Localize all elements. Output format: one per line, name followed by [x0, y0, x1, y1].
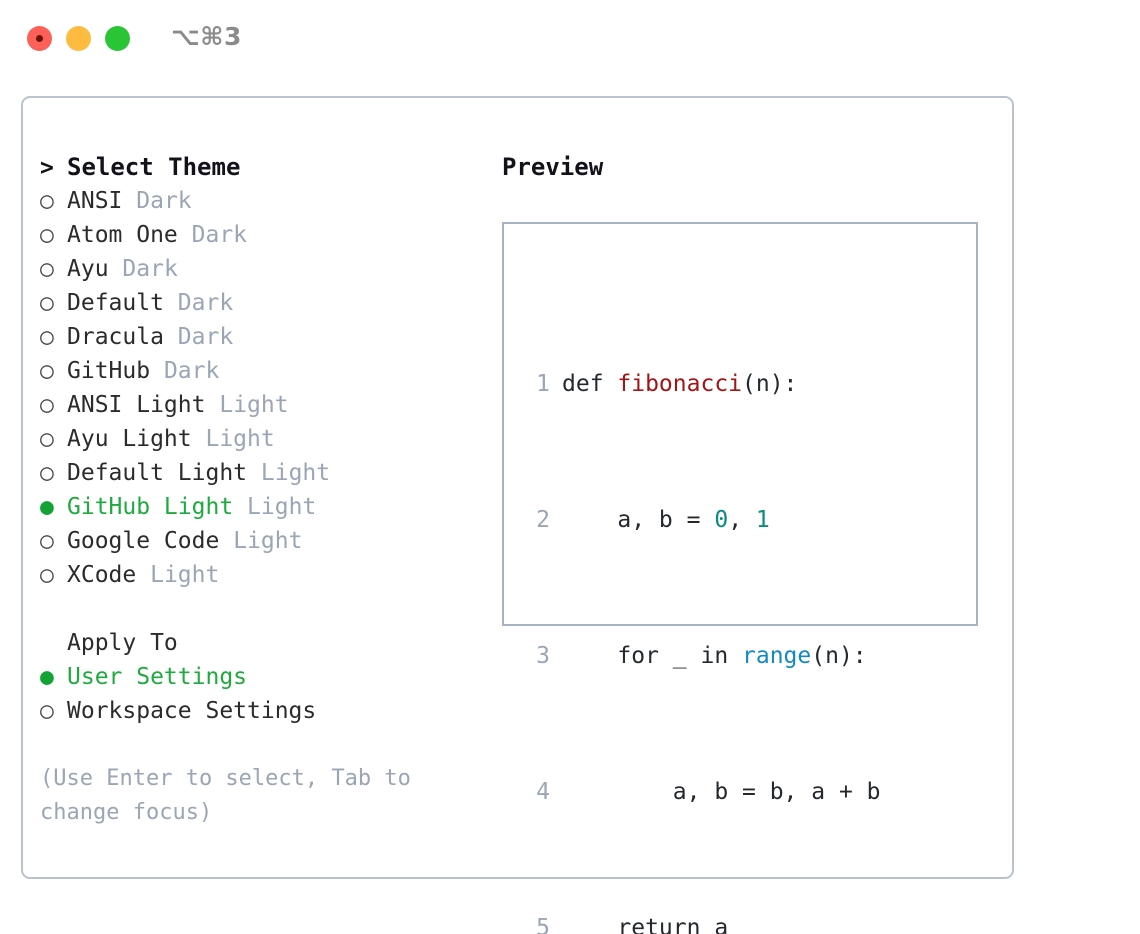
theme-variant: Light	[219, 392, 289, 418]
theme-name: Atom One	[67, 222, 178, 248]
theme-list-item-ayu-dark[interactable]: ○ Ayu Dark	[40, 252, 490, 286]
code-token-number: 0	[714, 507, 729, 533]
theme-variant: Dark	[122, 256, 178, 282]
theme-list: ○ ANSI Dark ○ Atom One Dark ○ Ayu Dark ○ Def…	[40, 184, 490, 592]
theme-name: GitHub	[67, 358, 151, 384]
line-number: 1	[536, 371, 550, 397]
code-line: 3 for _ in range(n):	[504, 639, 976, 673]
code-token: for _ in	[562, 643, 743, 669]
code-token: def	[562, 371, 618, 397]
keyboard-hint-text: (Use Enter to select, Tab to change focu…	[40, 766, 425, 825]
radio-icon[interactable]: ○	[40, 324, 54, 350]
theme-variant: Light	[150, 562, 220, 588]
apply-to-option-user-settings[interactable]: ● User Settings	[40, 660, 490, 694]
code-token: (n):	[811, 643, 867, 669]
code-line: 2 a, b = 0, 1	[504, 503, 976, 537]
radio-icon[interactable]: ○	[40, 222, 54, 248]
theme-list-item-atom-one-dark[interactable]: ○ Atom One Dark	[40, 218, 490, 252]
theme-variant: Dark	[136, 188, 192, 214]
radio-icon[interactable]: ○	[40, 460, 54, 486]
theme-name: Ayu Light	[67, 426, 192, 452]
radio-icon[interactable]: ○	[40, 188, 54, 214]
radio-icon[interactable]: ○	[40, 528, 54, 554]
select-theme-header-label: Select Theme	[67, 153, 241, 181]
select-theme-header: > Select Theme	[40, 150, 490, 184]
theme-variant: Light	[247, 494, 317, 520]
radio-icon[interactable]: ○	[40, 698, 54, 724]
theme-name: GitHub Light	[67, 494, 234, 520]
code-token-number: 1	[755, 507, 770, 533]
code-token-builtin: range	[742, 643, 812, 669]
theme-variant: Dark	[177, 290, 234, 316]
theme-list-item-dracula-dark[interactable]: ○ Dracula Dark	[40, 320, 490, 354]
line-number: 2	[536, 507, 550, 533]
apply-to-header: Apply To	[67, 630, 178, 656]
theme-name: ANSI	[67, 188, 123, 214]
preview-title: Preview	[502, 153, 604, 181]
radio-icon[interactable]: ○	[40, 256, 54, 282]
theme-name: XCode	[67, 562, 137, 588]
theme-list-item-default-dark[interactable]: ○ Default Dark	[40, 286, 490, 320]
theme-variant: Dark	[163, 358, 220, 384]
radio-icon-selected[interactable]: ●	[40, 494, 54, 520]
line-number: 5	[536, 915, 550, 934]
radio-icon[interactable]: ○	[40, 358, 54, 384]
apply-to-option-label: Workspace Settings	[67, 698, 317, 724]
theme-variant: Light	[205, 426, 275, 452]
keyboard-shortcut-label: ⌥⌘3	[171, 22, 242, 51]
theme-name: Google Code	[67, 528, 220, 554]
theme-dialog-panel: > Select Theme ○ ANSI Dark ○ Atom One Dark …	[21, 96, 1014, 934]
radio-icon[interactable]: ○	[40, 562, 54, 588]
maximize-window-button[interactable]	[105, 26, 130, 51]
theme-selection-column: > Select Theme ○ ANSI Dark ○ Atom One Dark …	[40, 150, 490, 830]
theme-list-item-ansi-light[interactable]: ○ ANSI Light Light	[40, 388, 490, 422]
code-token: ,	[728, 507, 756, 533]
caret-icon: >	[40, 155, 54, 181]
radio-icon[interactable]: ○	[40, 290, 54, 316]
code-line: 1 def fibonacci(n):	[504, 367, 976, 401]
radio-icon[interactable]: ○	[40, 426, 54, 452]
minimize-window-button[interactable]	[66, 26, 91, 51]
theme-list-item-github-dark[interactable]: ○ GitHub Dark	[40, 354, 490, 388]
theme-variant: Light	[260, 460, 331, 486]
theme-variant: Dark	[177, 324, 234, 350]
apply-to-option-label: User Settings	[67, 664, 248, 690]
code-token: a, b = b, a + b	[562, 779, 881, 805]
line-number: 4	[536, 779, 550, 805]
code-line: 5 return a	[504, 911, 976, 934]
title-bar: ⌥⌘3	[0, 0, 1140, 78]
hint-gap	[40, 728, 490, 762]
theme-list-item-ayu-light[interactable]: ○ Ayu Light Light	[40, 422, 490, 456]
code-token: return a	[562, 915, 729, 934]
apply-to-group: Apply To ● User Settings ○ Workspace Setti…	[40, 626, 490, 728]
code-token: a, b =	[562, 507, 715, 533]
theme-variant: Light	[233, 528, 303, 554]
theme-list-item-ansi-dark[interactable]: ○ ANSI Dark	[40, 184, 490, 218]
code-line: 4 a, b = b, a + b	[504, 775, 976, 809]
theme-name: Dracula	[67, 324, 164, 350]
radio-icon[interactable]: ○	[40, 392, 54, 418]
code-token: (n):	[742, 371, 798, 397]
line-number: 3	[536, 643, 550, 669]
theme-list-item-google-code-light[interactable]: ○ Google Code Light	[40, 524, 490, 558]
theme-variant: Dark	[191, 222, 248, 248]
apply-to-option-workspace-settings[interactable]: ○ Workspace Settings	[40, 694, 490, 728]
theme-list-item-xcode-light[interactable]: ○ XCode Light	[40, 558, 490, 592]
theme-name: Default	[67, 290, 164, 316]
theme-name: Default Light	[67, 460, 248, 486]
radio-icon-selected[interactable]: ●	[40, 664, 54, 690]
theme-list-item-default-light[interactable]: ○ Default Light Light	[40, 456, 490, 490]
theme-name: ANSI Light	[67, 392, 206, 418]
theme-name: Ayu	[67, 256, 109, 282]
theme-list-item-github-light[interactable]: ● GitHub Light Light	[40, 490, 490, 524]
close-window-button[interactable]	[27, 26, 52, 51]
list-gap	[40, 592, 490, 626]
code-token-function: fibonacci	[617, 371, 743, 397]
